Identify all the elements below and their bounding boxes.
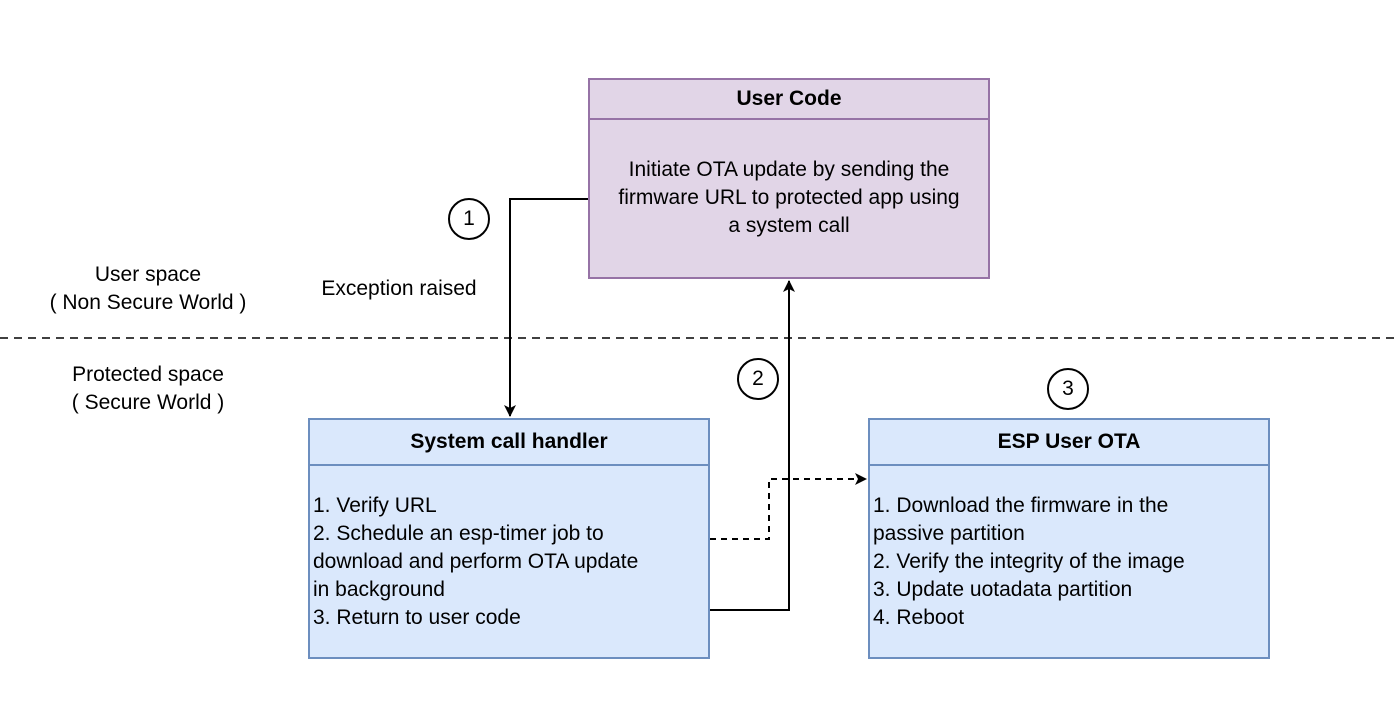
arrow-syscall [504,198,588,417]
protected-space-title: Protected space [72,363,224,386]
protected-space-label: Protected space ( Secure World ) [28,361,268,417]
arrow-return [710,280,795,611]
esp-user-ota-body: 1. Download the firmware in the passive … [870,466,1268,632]
step-marker-1: 1 [448,198,490,240]
system-call-handler-box: System call handler 1. Verify URL 2. Sch… [308,418,710,659]
protected-space-subtitle: ( Secure World ) [71,391,225,414]
esp-user-ota-title: ESP User OTA [870,420,1268,466]
esp-user-ota-line: 4. Reboot [873,606,965,629]
system-call-handler-line: in background [313,578,445,601]
system-call-handler-line: 3. Return to user code [313,606,521,629]
esp-user-ota-line: passive partition [873,522,1025,545]
esp-user-ota-line: 1. Download the firmware in the [873,494,1169,517]
user-code-line: a system call [728,214,850,237]
esp-user-ota-box: ESP User OTA 1. Download the firmware in… [868,418,1270,659]
arrow-schedule-ota [710,473,867,540]
user-code-title: User Code [590,80,988,120]
user-space-label: User space ( Non Secure World ) [28,261,268,317]
step-marker-2: 2 [737,358,779,400]
user-space-title: User space [94,263,202,286]
esp-user-ota-line: 2. Verify the integrity of the image [873,550,1185,573]
user-code-line: firmware URL to protected app using [618,186,960,209]
system-call-handler-line: 2. Schedule an esp-timer job to [313,522,604,545]
system-call-handler-body: 1. Verify URL 2. Schedule an esp-timer j… [310,466,708,632]
step-marker-3: 3 [1047,368,1089,410]
user-code-box: User Code Initiate OTA update by sending… [588,78,990,279]
system-call-handler-line: download and perform OTA update [313,550,639,573]
user-code-line: Initiate OTA update by sending the [628,158,950,181]
user-code-body: Initiate OTA update by sending the firmw… [590,120,988,240]
system-call-handler-line: 1. Verify URL [313,494,437,517]
system-call-handler-title: System call handler [310,420,708,466]
exception-raised-label: Exception raised [321,277,477,300]
user-space-subtitle: ( Non Secure World ) [49,291,247,314]
esp-user-ota-line: 3. Update uotadata partition [873,578,1133,601]
